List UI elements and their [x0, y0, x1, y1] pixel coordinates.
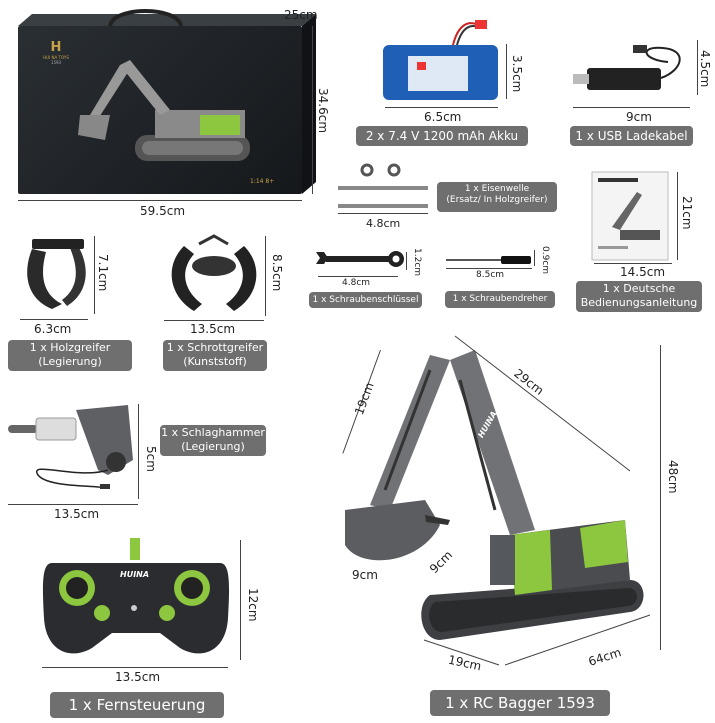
excavator-height-label: 48cm: [666, 460, 680, 494]
remote-width-line: [42, 667, 228, 668]
manual-width-label: 14.5cm: [620, 265, 666, 279]
usb-width-line: [573, 107, 690, 108]
manual-height-line: [677, 172, 678, 260]
excavator-bucket-w-label: 9cm: [352, 568, 378, 582]
remote-logo: HUINA: [120, 570, 150, 579]
box-excavator-image: [78, 60, 250, 161]
wood-gripper-image: [27, 239, 86, 309]
excavator-track-line: [423, 639, 500, 666]
usb-width-label: 9cm: [626, 110, 652, 124]
manual-height-label: 21cm: [680, 196, 694, 230]
usb-height-label: 4.5cm: [698, 50, 712, 88]
screwdriver-label: 1 x Schraubendreher: [445, 291, 555, 308]
hammer-image: [8, 405, 133, 489]
shaft-width-line: [338, 213, 428, 214]
box-depth-label: 25cm: [284, 8, 318, 22]
battery-height-label: 3.5cm: [510, 55, 524, 93]
wrench-width-line: [318, 276, 398, 277]
manual-label: 1 x Deutsche Bedienungsanleitung: [576, 281, 702, 312]
scrap-gripper-label: 1 x Schrottgreifer (Kunststoff): [163, 340, 267, 371]
hammer-height-line: [138, 404, 139, 499]
wrench-height-label: 1.2cm: [412, 248, 422, 277]
battery-height-line: [506, 44, 507, 99]
usb-height-line: [697, 40, 698, 95]
manual-width-line: [594, 263, 672, 264]
scrap-gripper-image: [171, 234, 257, 311]
battery-width-label: 6.5cm: [424, 110, 462, 124]
wrench-height-line: [406, 252, 407, 270]
box-scale: 1:14 8+: [250, 178, 275, 185]
remote-height-line: [240, 540, 241, 660]
box-height-line: [312, 26, 313, 194]
scrap-gripper-width-label: 13.5cm: [190, 322, 236, 336]
battery-label: 2 x 7.4 V 1200 mAh Akku: [356, 126, 528, 146]
manual-image: [591, 171, 669, 261]
box-width-line: [18, 200, 302, 201]
screwdriver-image: [446, 256, 531, 264]
wood-gripper-width-line: [20, 319, 88, 320]
wrench-image: [316, 251, 404, 267]
battery-width-line: [385, 107, 498, 108]
excavator-height-line: [660, 345, 661, 650]
remote-label: 1 x Fernsteuerung: [50, 692, 224, 718]
screwdriver-width-line: [446, 268, 532, 269]
wood-gripper-height-label: 7.1cm: [96, 254, 110, 292]
remote-width-label: 13.5cm: [115, 670, 161, 684]
excavator-boom-line: [454, 335, 631, 472]
scrap-gripper-height-label: 8.5cm: [270, 254, 284, 292]
remote-image: [42, 538, 230, 654]
usb-label: 1 x USB Ladekabel: [570, 126, 693, 146]
wood-gripper-width-label: 6.3cm: [34, 322, 72, 336]
box-brand-logo: H HUI NA TOYS 1593: [43, 40, 69, 65]
shaft-width-label: 4.8cm: [366, 217, 401, 230]
wood-gripper-height-line: [94, 236, 95, 314]
screwdriver-width-label: 8.5cm: [476, 270, 505, 280]
box-width-label: 59.5cm: [140, 204, 186, 218]
usb-cable-image: [573, 45, 681, 90]
screwdriver-height-line: [534, 250, 535, 266]
remote-height-label: 12cm: [246, 588, 260, 622]
wood-gripper-label: 1 x Holzgreifer (Legierung): [8, 340, 132, 371]
box-height-label: 34.6cm: [316, 88, 330, 134]
shaft-label: 1 x Eisenwelle (Ersatz/ In Holzgreifer): [437, 182, 557, 212]
excavator-label: 1 x RC Bagger 1593: [430, 690, 610, 716]
excavator-length-line: [504, 614, 651, 666]
hammer-width-label: 13.5cm: [54, 507, 100, 521]
shaft-image: [338, 163, 428, 208]
wrench-width-label: 4.8cm: [342, 278, 371, 288]
scrap-gripper-width-line: [164, 320, 264, 321]
hammer-label: 1 x Schlaghammer (Legierung): [160, 425, 266, 456]
hammer-width-line: [8, 504, 138, 505]
battery-image: [383, 20, 498, 100]
hammer-height-label: 5cm: [144, 446, 158, 472]
screwdriver-height-label: 0.9cm: [540, 246, 550, 275]
excavator-image: [345, 350, 644, 640]
scrap-gripper-height-line: [265, 236, 266, 316]
wrench-label: 1 x Schraubenschlüssel: [309, 292, 422, 308]
